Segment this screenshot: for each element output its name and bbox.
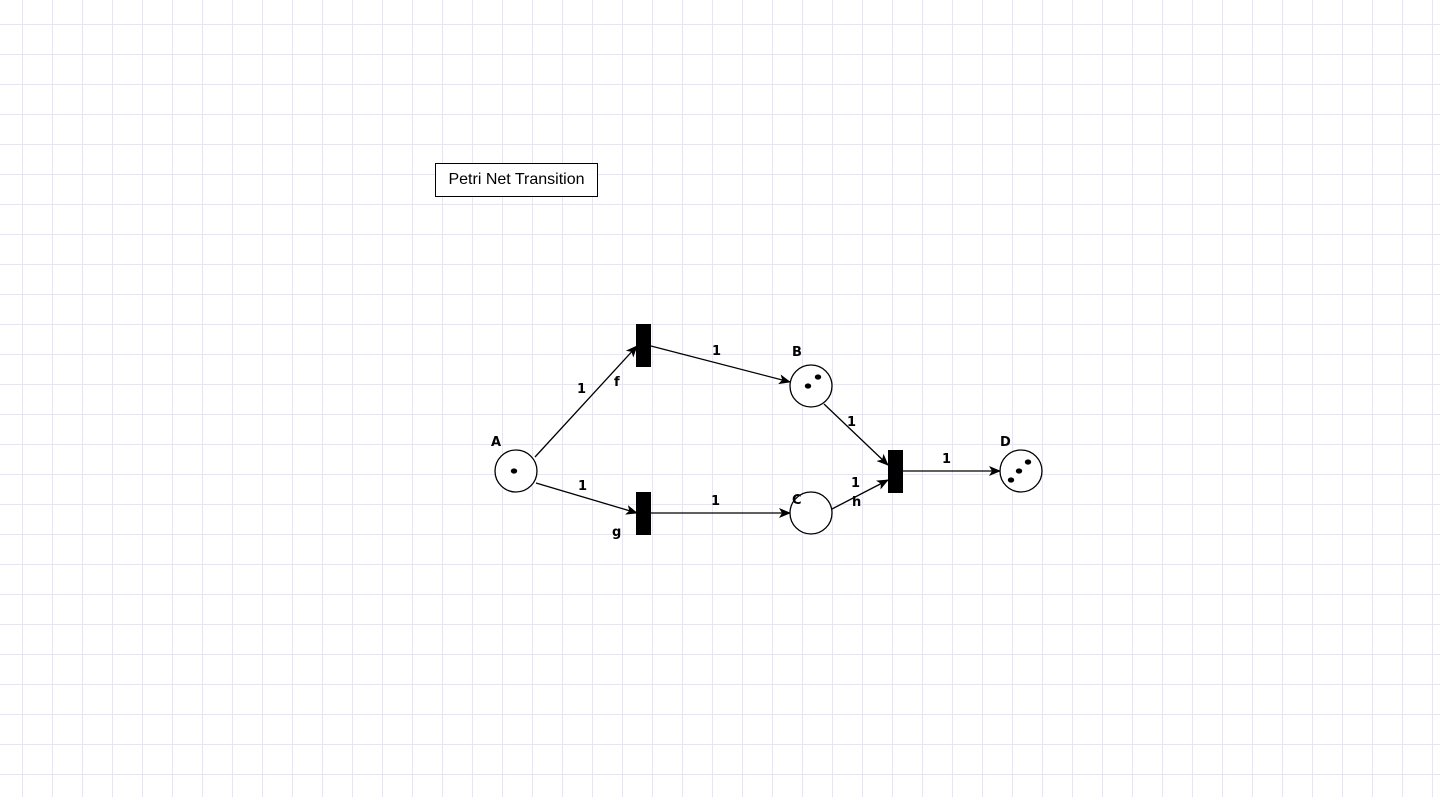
- arc-a-g[interactable]: [535, 482, 638, 515]
- place-label-d: D: [1000, 435, 1011, 450]
- transition-h[interactable]: [888, 450, 903, 493]
- token-d-1: [1007, 477, 1015, 483]
- transition-label-g: g: [612, 525, 621, 540]
- arc-c-h[interactable]: [831, 479, 889, 510]
- token-b-1: [804, 383, 812, 389]
- transition-labels: f g h: [612, 375, 861, 540]
- diagram-title[interactable]: Petri Net Transition: [435, 163, 598, 197]
- arc-weight-f-b: 1: [712, 344, 721, 359]
- place-label-c: C: [792, 493, 802, 508]
- arc-weight-g-c: 1: [711, 494, 720, 509]
- tokens-place-d: [1007, 459, 1032, 483]
- tokens-place-b: [804, 374, 822, 389]
- arc-a-f[interactable]: [534, 345, 638, 458]
- arc-weight-b-h: 1: [847, 415, 856, 430]
- place-label-b: B: [792, 345, 802, 360]
- transition-label-h: h: [852, 495, 861, 510]
- arc-weight-h-d: 1: [942, 452, 951, 467]
- transitions-layer: [636, 324, 903, 535]
- arc-weight-a-g: 1: [578, 479, 587, 494]
- place-c[interactable]: [789, 491, 833, 535]
- transition-f[interactable]: [636, 324, 651, 367]
- arc-weight-a-f: 1: [577, 382, 586, 397]
- token-b-2: [814, 374, 822, 380]
- arc-f-b[interactable]: [650, 345, 791, 385]
- tokens-place-a: [510, 468, 518, 474]
- token-d-2: [1015, 468, 1023, 474]
- transition-g[interactable]: [636, 492, 651, 535]
- transition-label-f: f: [614, 375, 620, 390]
- arcs-layer: [534, 345, 1001, 518]
- arc-weight-labels: 1 1 1 1 1 1 1: [577, 344, 951, 509]
- arc-b-h[interactable]: [823, 403, 889, 466]
- token-d-3: [1024, 459, 1032, 465]
- place-labels: A B C D: [491, 345, 1011, 508]
- arc-weight-c-h: 1: [851, 476, 860, 491]
- token-a-1: [510, 468, 518, 474]
- place-label-a: A: [491, 435, 501, 450]
